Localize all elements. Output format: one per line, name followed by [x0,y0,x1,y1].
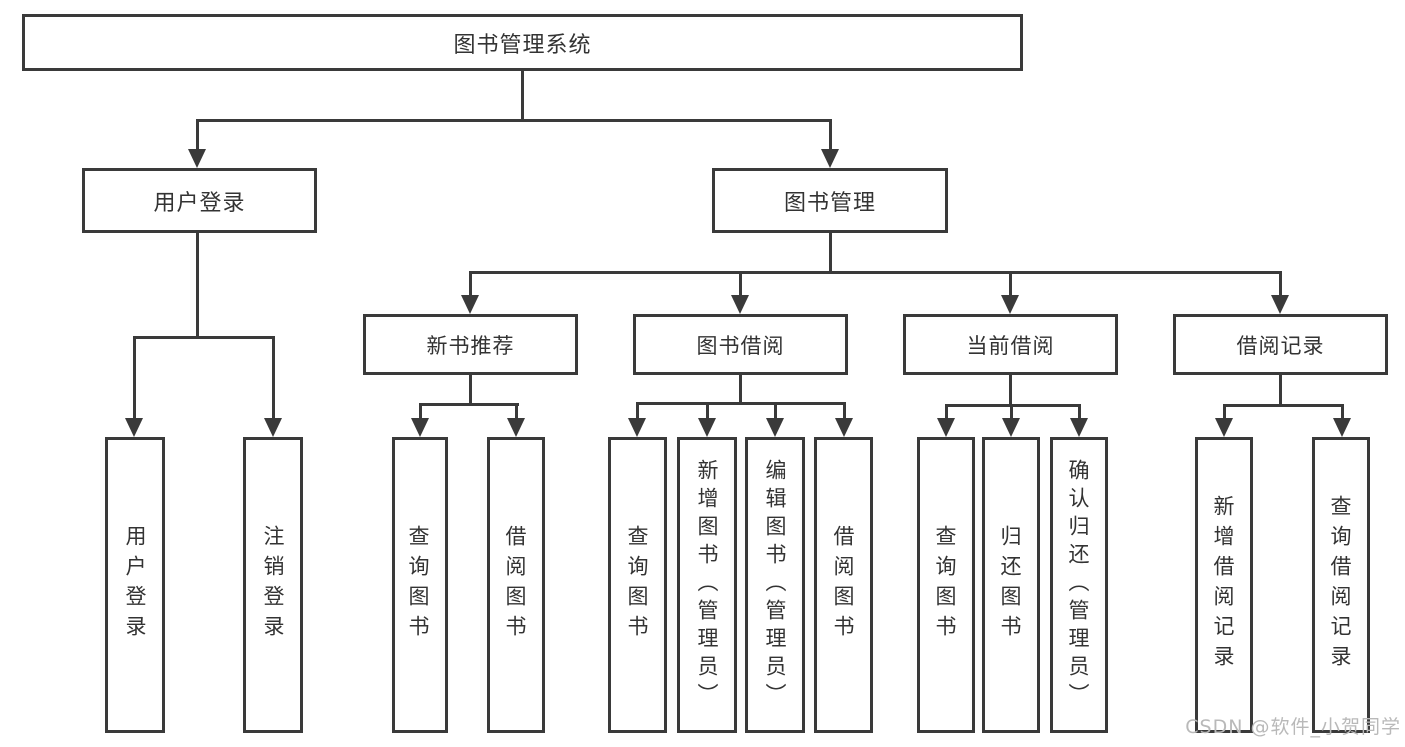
connector-line [196,119,832,122]
node-label: 编辑图书（管理员） [763,459,787,711]
connector-line [1010,404,1013,420]
down-arrow-icon [731,295,749,314]
down-arrow-icon [188,149,206,168]
connector-line [133,336,275,339]
connector-line [829,233,832,274]
connector-line [636,402,639,420]
node-user-login: 用户登录 [82,168,317,233]
node-label: 确认归还（管理员） [1066,459,1090,711]
node-label: 图书借阅 [696,333,785,358]
node-bb-add-books-admin: 新增图书（管理员） [677,437,737,733]
down-arrow-icon [821,149,839,168]
connector-line [739,375,742,405]
down-arrow-icon [1001,295,1019,314]
node-cb-return-books: 归还图书 [982,437,1040,733]
down-arrow-icon [1215,418,1233,437]
connector-line [521,70,524,119]
connector-line [1009,375,1012,406]
node-br-query-record: 查询借阅记录 [1312,437,1370,733]
down-arrow-icon [1070,418,1088,437]
down-arrow-icon [628,418,646,437]
node-label: 查询图书 [625,525,649,645]
connector-line [272,336,275,420]
node-logout: 注销登录 [243,437,303,733]
connector-line [1223,404,1343,407]
connector-line [706,402,709,420]
node-nb-borrow-books: 借阅图书 [487,437,545,733]
connector-line [1279,375,1282,406]
down-arrow-icon [507,418,525,437]
down-arrow-icon [698,418,716,437]
connector-line [945,404,948,420]
down-arrow-icon [125,418,143,437]
node-label: 查询借阅记录 [1328,495,1352,675]
node-nb-query-books: 查询图书 [392,437,448,733]
connector-line [739,271,742,297]
connector-line [1078,404,1081,420]
down-arrow-icon [766,418,784,437]
connector-line [774,402,777,420]
node-cb-confirm-return-admin: 确认归还（管理员） [1050,437,1108,733]
node-bb-query-books: 查询图书 [608,437,667,733]
node-label: 借阅图书 [831,525,855,645]
node-label: 用户登录 [153,190,246,216]
node-label: 新增借阅记录 [1211,495,1235,675]
down-arrow-icon [1002,418,1020,437]
connector-line [843,402,846,420]
node-borrowing-records: 借阅记录 [1173,314,1388,375]
connector-line [1279,271,1282,297]
node-label: 当前借阅 [966,333,1055,358]
connector-line [469,375,472,406]
node-label: 借阅记录 [1236,333,1325,358]
connector-line [1341,404,1344,420]
node-label: 用户登录 [123,525,147,645]
node-label: 借阅图书 [503,525,527,645]
node-book-borrowing: 图书借阅 [633,314,848,375]
node-bb-borrow-books: 借阅图书 [814,437,873,733]
connector-line [133,336,136,420]
connector-line [469,271,1282,274]
node-label: 注销登录 [261,525,285,645]
connector-line [515,403,518,420]
down-arrow-icon [937,418,955,437]
node-current-borrowing: 当前借阅 [903,314,1118,375]
down-arrow-icon [1271,295,1289,314]
node-label: 新增图书（管理员） [695,459,719,711]
down-arrow-icon [411,418,429,437]
node-br-add-record: 新增借阅记录 [1195,437,1253,733]
connector-line [829,119,832,152]
node-bb-edit-books-admin: 编辑图书（管理员） [745,437,805,733]
connector-line [419,403,519,406]
node-cb-query-books: 查询图书 [917,437,975,733]
connector-line [469,271,472,297]
node-book-management: 图书管理 [712,168,948,233]
node-label: 图书管理 [783,190,876,216]
connector-line [196,119,199,152]
node-library-management-system: 图书管理系统 [22,14,1023,71]
csdn-watermark: CSDN @软件_小贺同学 [1185,716,1401,738]
connector-line [636,402,846,405]
node-new-book-recommend: 新书推荐 [363,314,578,375]
down-arrow-icon [461,295,479,314]
down-arrow-icon [835,418,853,437]
connector-line [1009,271,1012,297]
node-label: 图书管理系统 [453,32,592,58]
node-user-login-leaf: 用户登录 [105,437,165,733]
node-label: 归还图书 [998,525,1022,645]
node-label: 查询图书 [933,525,957,645]
down-arrow-icon [1333,418,1351,437]
connector-line [419,403,422,420]
connector-line [196,233,199,339]
connector-line [1223,404,1226,420]
node-label: 查询图书 [406,525,430,645]
down-arrow-icon [264,418,282,437]
node-label: 新书推荐 [426,333,515,358]
connector-line [945,404,1081,407]
